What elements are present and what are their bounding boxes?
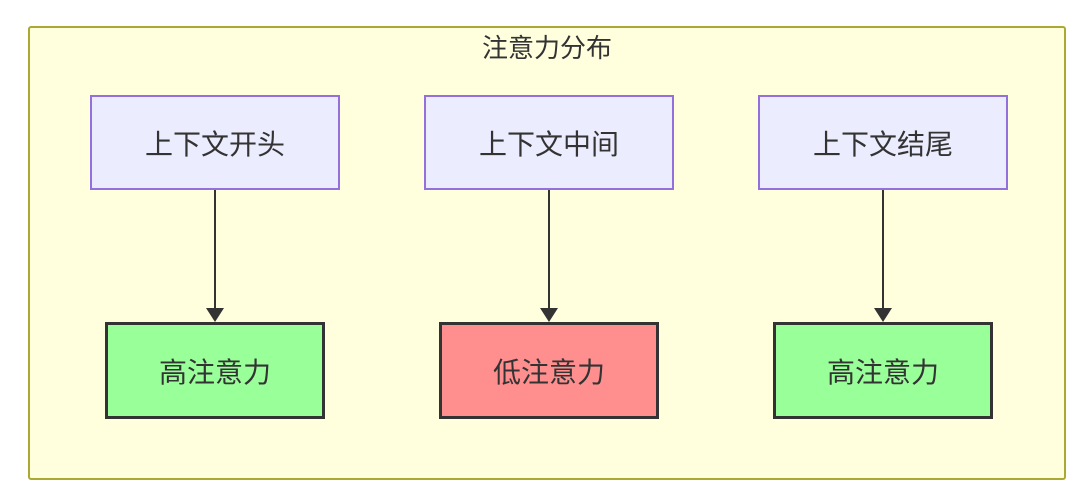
node-context-start: 上下文开头: [90, 95, 340, 190]
node-context-middle: 上下文中间: [424, 95, 674, 190]
node-high-attention-left: 高注意力: [105, 322, 325, 419]
attention-distribution-cluster: 注意力分布 上下文开头 高注意力 上下文中间 低注意力 上下文结尾 高注意力: [28, 26, 1066, 480]
arrow-line: [214, 190, 216, 308]
arrowhead-icon: [206, 308, 224, 322]
node-low-attention: 低注意力: [439, 322, 659, 419]
node-high-attention-right: 高注意力: [773, 322, 993, 419]
arrow-line: [548, 190, 550, 308]
arrow-line: [882, 190, 884, 308]
diagram-title: 注意力分布: [481, 33, 612, 63]
arrowhead-icon: [540, 308, 558, 322]
node-context-end: 上下文结尾: [758, 95, 1008, 190]
arrowhead-icon: [874, 308, 892, 322]
